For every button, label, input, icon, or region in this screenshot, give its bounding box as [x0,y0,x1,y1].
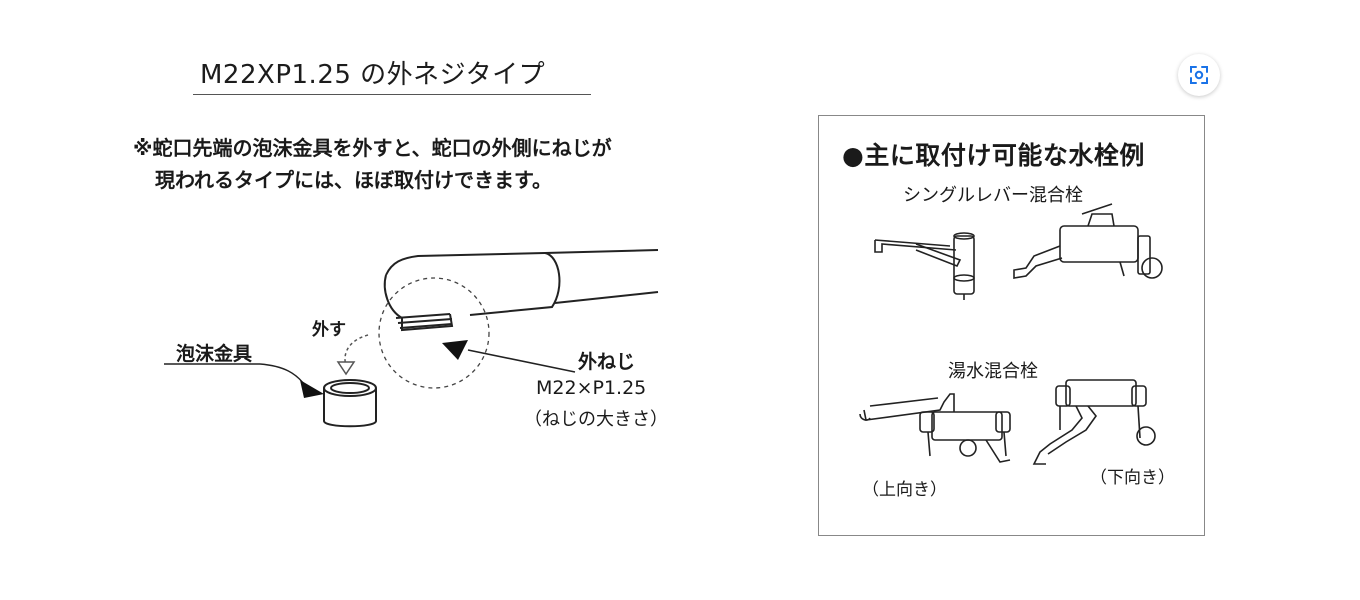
note-line-1: ※蛇口先端の泡沫金具を外すと、蛇口の外側にねじが [133,136,612,160]
remove-label: 外す [312,320,346,340]
aerator-label: 泡沫金具 [176,343,253,365]
faucet-examples-title: ●主に取付け可能な水栓例 [842,141,1145,170]
installation-note: ※蛇口先端の泡沫金具を外すと、蛇口の外側にねじが 現われるタイプには、ほぼ取付け… [133,132,612,196]
aerator-part [323,379,377,428]
thread-size-note: （ねじの大きさ） [524,409,668,430]
note-line-2: 現われるタイプには、ほぼ取付けできます。 [155,168,552,192]
two-handle-label: 湯水混合栓 [948,361,1038,382]
single-lever-label: シングルレバー混合栓 [903,185,1083,206]
faucet-examples-box [818,115,1205,536]
single-lever-wall-faucet [1013,203,1163,279]
lens-icon [1190,66,1208,84]
aerator-pointer [164,363,324,398]
lens-button[interactable] [1178,54,1220,96]
outer-thread-label: 外ねじ [578,351,636,373]
faucet-spout [383,249,659,332]
single-lever-deck-faucet [874,232,975,300]
thread-detail-circle [378,277,490,389]
faucet-examples-drawings [859,203,1163,465]
remove-arrow-head [336,361,356,376]
faucet-thread-diagram [164,249,659,428]
two-handle-downward-faucet [1032,379,1156,465]
title-underline [193,94,591,95]
thread-spec: M22×P1.25 [536,377,647,399]
outer-thread-pointer [442,340,576,373]
two-handle-upward-faucet [859,393,1011,463]
page-title: M22XP1.25 の外ネジタイプ [200,60,546,90]
downward-spout-label: （下向き） [1090,468,1175,488]
upward-spout-label: （上向き） [862,480,947,500]
